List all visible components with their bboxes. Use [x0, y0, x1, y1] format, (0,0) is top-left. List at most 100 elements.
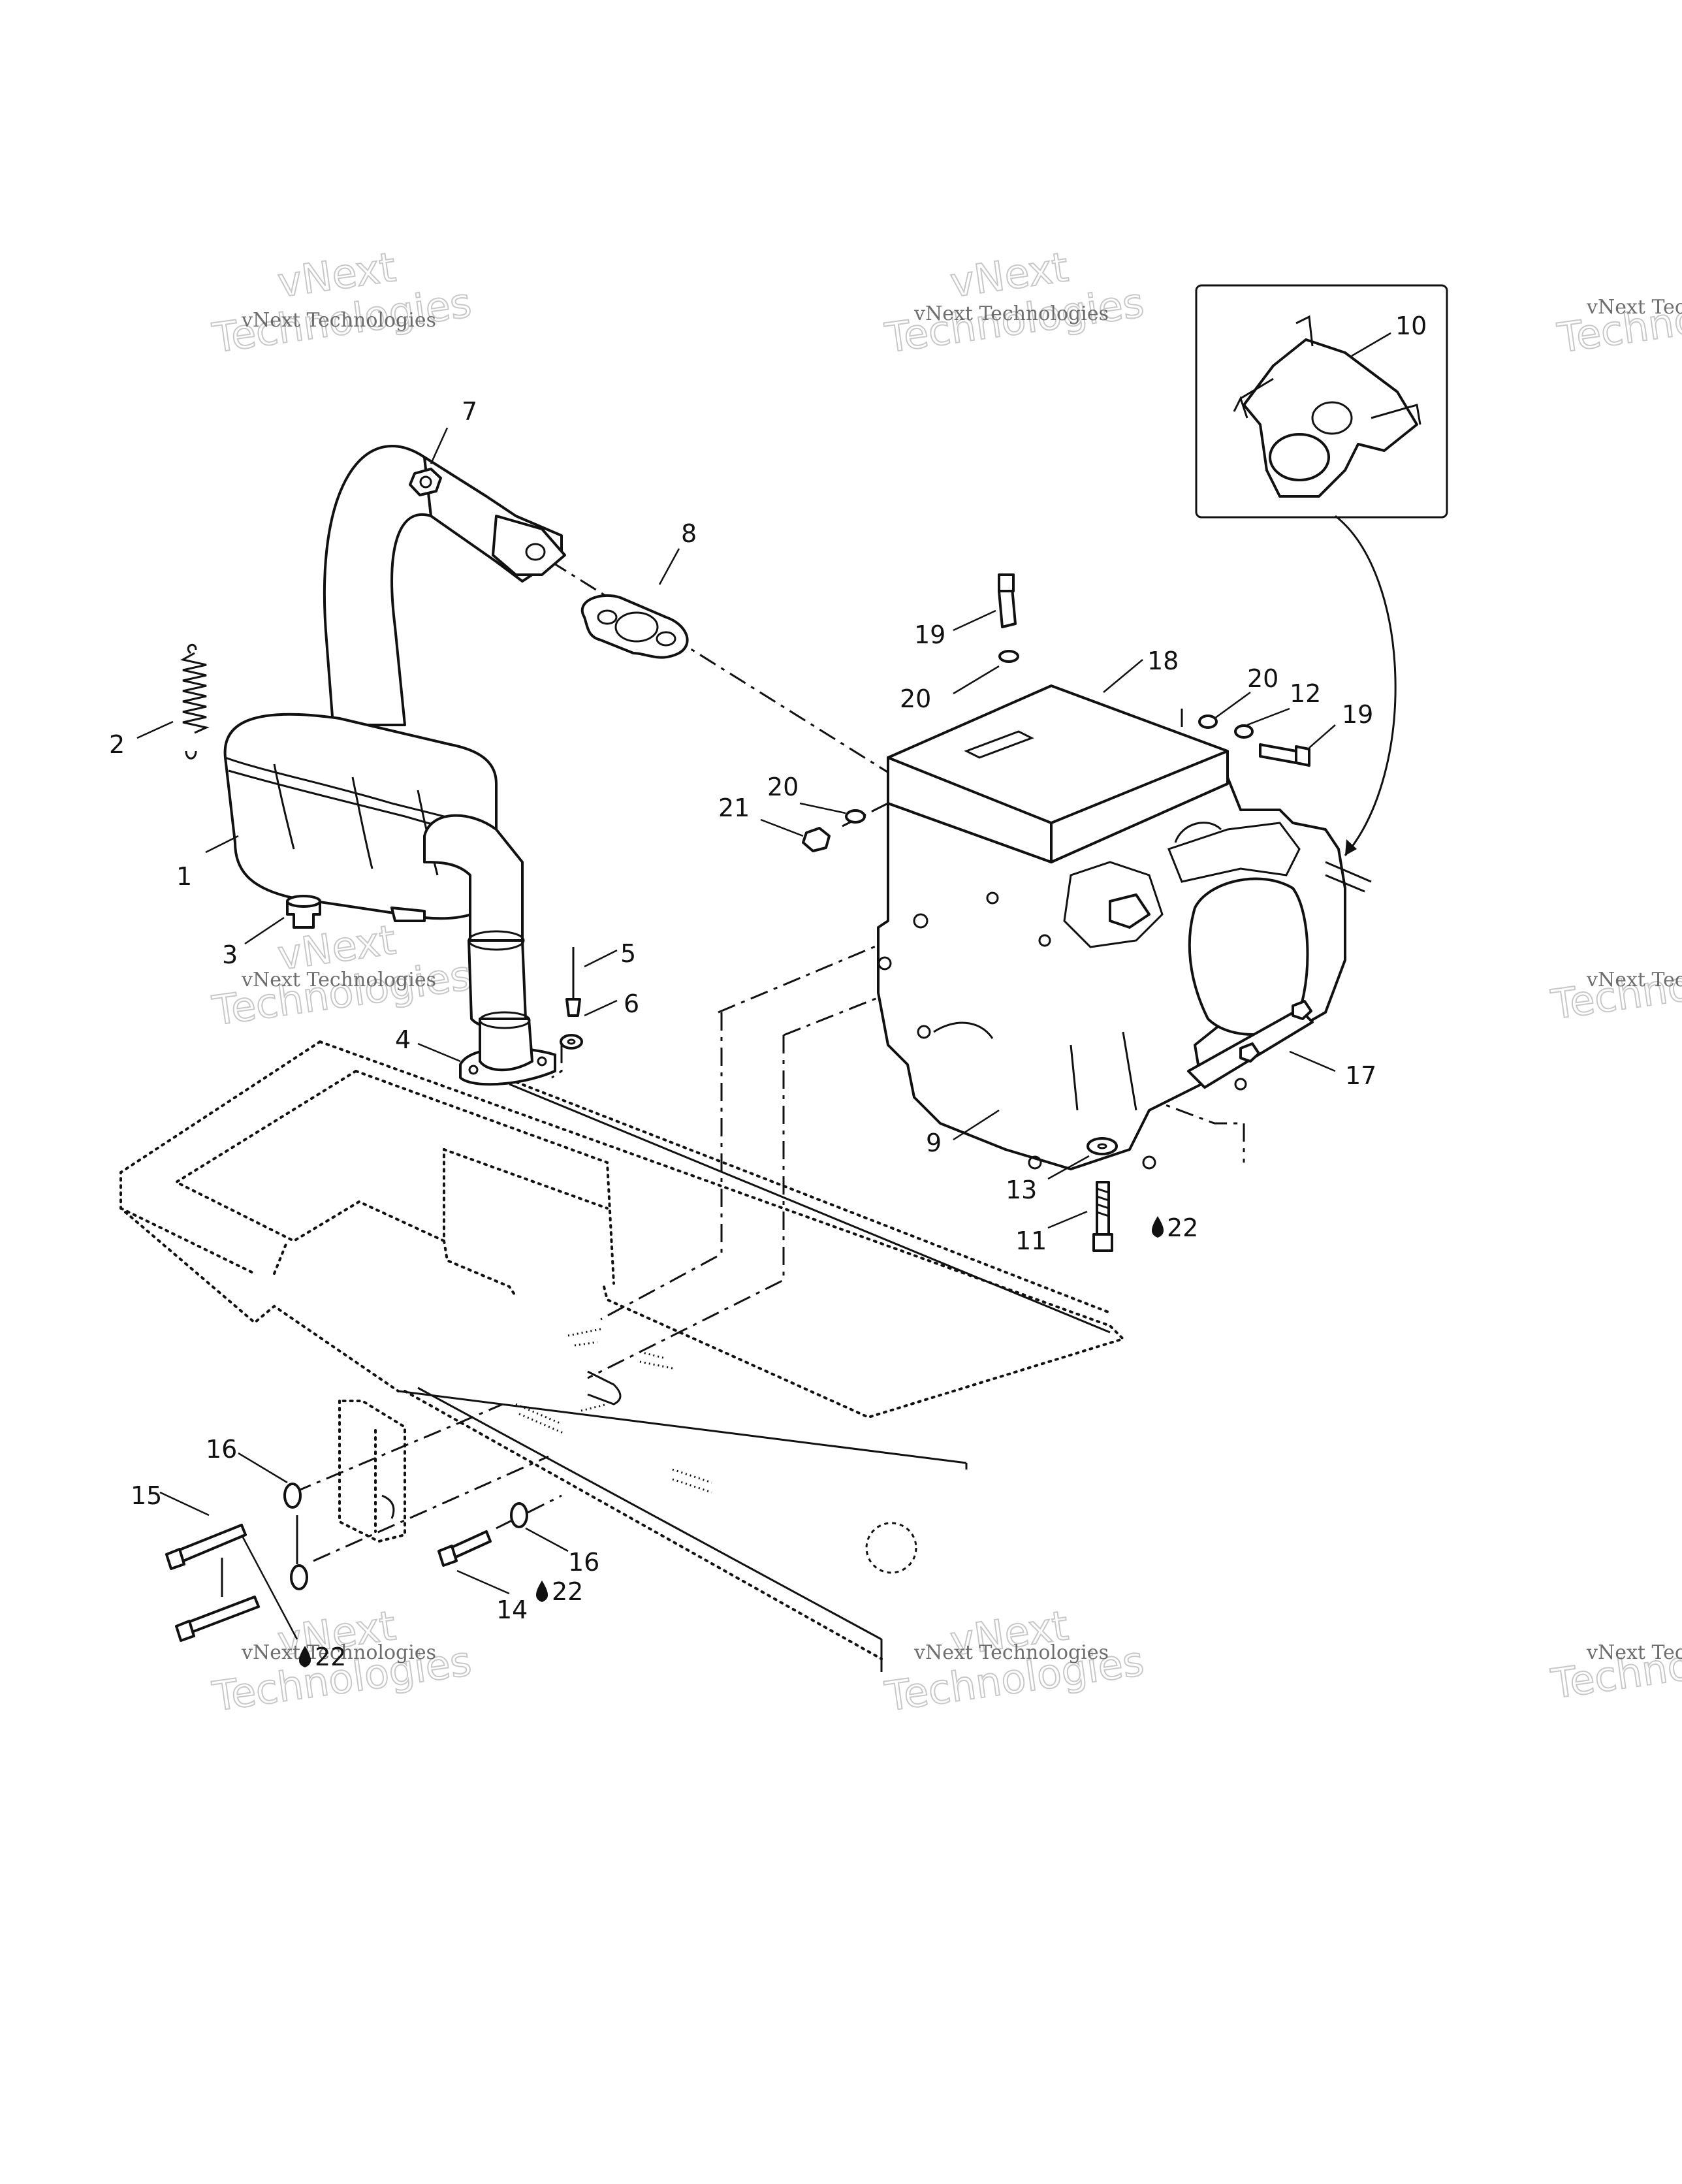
bracket-outline: [338, 1400, 406, 1543]
exhaust-flange-part: [459, 1011, 556, 1086]
leader-1: [205, 835, 239, 854]
slot: [587, 1370, 622, 1405]
leader-20b: [1214, 691, 1251, 720]
watermark-small-text: vNext Technologies: [1586, 296, 1682, 319]
spring-part: [180, 643, 210, 760]
chassis-inner: [355, 1070, 615, 1285]
callout-20b: 20: [1247, 664, 1278, 693]
callout-6: 6: [624, 989, 639, 1018]
callout-19b: 19: [1342, 700, 1373, 729]
leader-3: [244, 916, 285, 945]
callout-11: 11: [1015, 1227, 1047, 1255]
chassis-line: [509, 1083, 1111, 1334]
mounting-boss: [1142, 1155, 1156, 1170]
watermark-big-text: Technologies: [1548, 1624, 1682, 1708]
carburetor-choke: [1295, 315, 1314, 347]
leader-9: [953, 1109, 1000, 1141]
callout-17: 17: [1345, 1061, 1376, 1090]
callout-3: 3: [222, 940, 238, 969]
chassis-bottom-line: [417, 1387, 882, 1641]
callout-10: 10: [1395, 312, 1427, 340]
slot: [580, 1403, 608, 1412]
air-cleaner-cover: [1188, 877, 1309, 1036]
leader-6: [584, 999, 618, 1017]
watermark-right-edge-bottom: Technologies: [1547, 1624, 1682, 1709]
throttle-arm: [1325, 861, 1372, 893]
leader-19b: [1309, 724, 1336, 748]
callout-numbers: 1 2 3 4 5 6 7 8 9 10 11 12 13 14 15 16 1…: [109, 312, 1427, 1671]
leader-11: [1047, 1210, 1088, 1229]
washer: [283, 1483, 302, 1509]
rivet-part: [565, 947, 581, 1017]
bolt-head: [165, 1548, 185, 1570]
callout-19a: 19: [914, 620, 945, 649]
callout-18: 18: [1147, 647, 1179, 675]
nut: [409, 468, 442, 496]
leader-15: [159, 1491, 210, 1517]
flange-hole: [525, 543, 546, 561]
leader-22c: [240, 1534, 298, 1640]
rivet-body: [565, 998, 581, 1017]
callout-4: 4: [395, 1025, 411, 1054]
chassis-hole: [865, 1522, 917, 1574]
grommet: [286, 900, 321, 929]
frame-bolt-parts: [165, 1483, 528, 1642]
washer: [998, 650, 1019, 663]
shroud-fastener-parts: [802, 573, 1310, 852]
callout-8: 8: [681, 519, 697, 548]
rivet-center-line: [551, 1045, 563, 1079]
shroud-slot: [964, 730, 1034, 759]
bolt-center-line: [496, 1494, 562, 1530]
fuel-line: [1174, 822, 1222, 843]
leader-10: [1351, 332, 1391, 357]
mounting-boss: [1038, 934, 1051, 947]
chassis-frame: [119, 1040, 1126, 1672]
watermark-small-text: vNext Technologies: [1586, 969, 1682, 991]
muffler-seam: [225, 756, 497, 831]
callout-13: 13: [1006, 1176, 1037, 1204]
callout-20c: 20: [767, 773, 799, 801]
bolt-head: [1295, 745, 1310, 767]
bolt-center-line: [313, 1455, 549, 1562]
watermark-small-text: vNext Technologies: [241, 1641, 436, 1664]
flange-tube-rim: [479, 1011, 531, 1029]
leader-2: [136, 720, 174, 739]
leader-7: [430, 427, 449, 464]
leader-12: [1246, 707, 1290, 726]
slot: [672, 1468, 712, 1494]
callout-9: 9: [926, 1129, 942, 1157]
drop-icon: [298, 1646, 311, 1667]
muffler-assembly: [223, 445, 566, 1030]
watermark-small-text: vNext Technologies: [241, 969, 436, 991]
bracket-plate-part: [1187, 1000, 1314, 1089]
callout-16b: 16: [568, 1548, 599, 1577]
muffler-pipe-upper: [323, 445, 432, 726]
callout-22b: 22: [552, 1577, 583, 1606]
bolt-center-line: [587, 1035, 785, 1379]
slot: [639, 1351, 673, 1370]
bolt-center-line: [600, 1012, 723, 1321]
chassis-inner: [173, 1070, 445, 1244]
cylinder-head: [1063, 861, 1164, 948]
bolt-head: [437, 1545, 458, 1567]
chassis-inner: [443, 1148, 609, 1210]
grommet-top: [286, 895, 321, 908]
carburetor-lever: [1233, 377, 1274, 419]
callout-15: 15: [131, 1481, 162, 1510]
callout-12: 12: [1290, 679, 1321, 708]
washer: [1087, 1137, 1118, 1155]
leader-5: [584, 949, 618, 968]
mounting-boss: [917, 1025, 931, 1039]
leader-18: [1103, 659, 1143, 693]
chassis-outline: [119, 1040, 400, 1392]
bolt-head: [175, 1620, 195, 1642]
callout-14: 14: [496, 1596, 528, 1624]
flange-hole: [468, 1065, 479, 1075]
gasket: [580, 594, 689, 659]
callout-1: 1: [176, 862, 192, 891]
leader-17: [1289, 1050, 1336, 1072]
carburetor-throat: [1311, 401, 1353, 435]
leader-16a: [238, 1452, 288, 1484]
grommet-part: [286, 895, 321, 929]
